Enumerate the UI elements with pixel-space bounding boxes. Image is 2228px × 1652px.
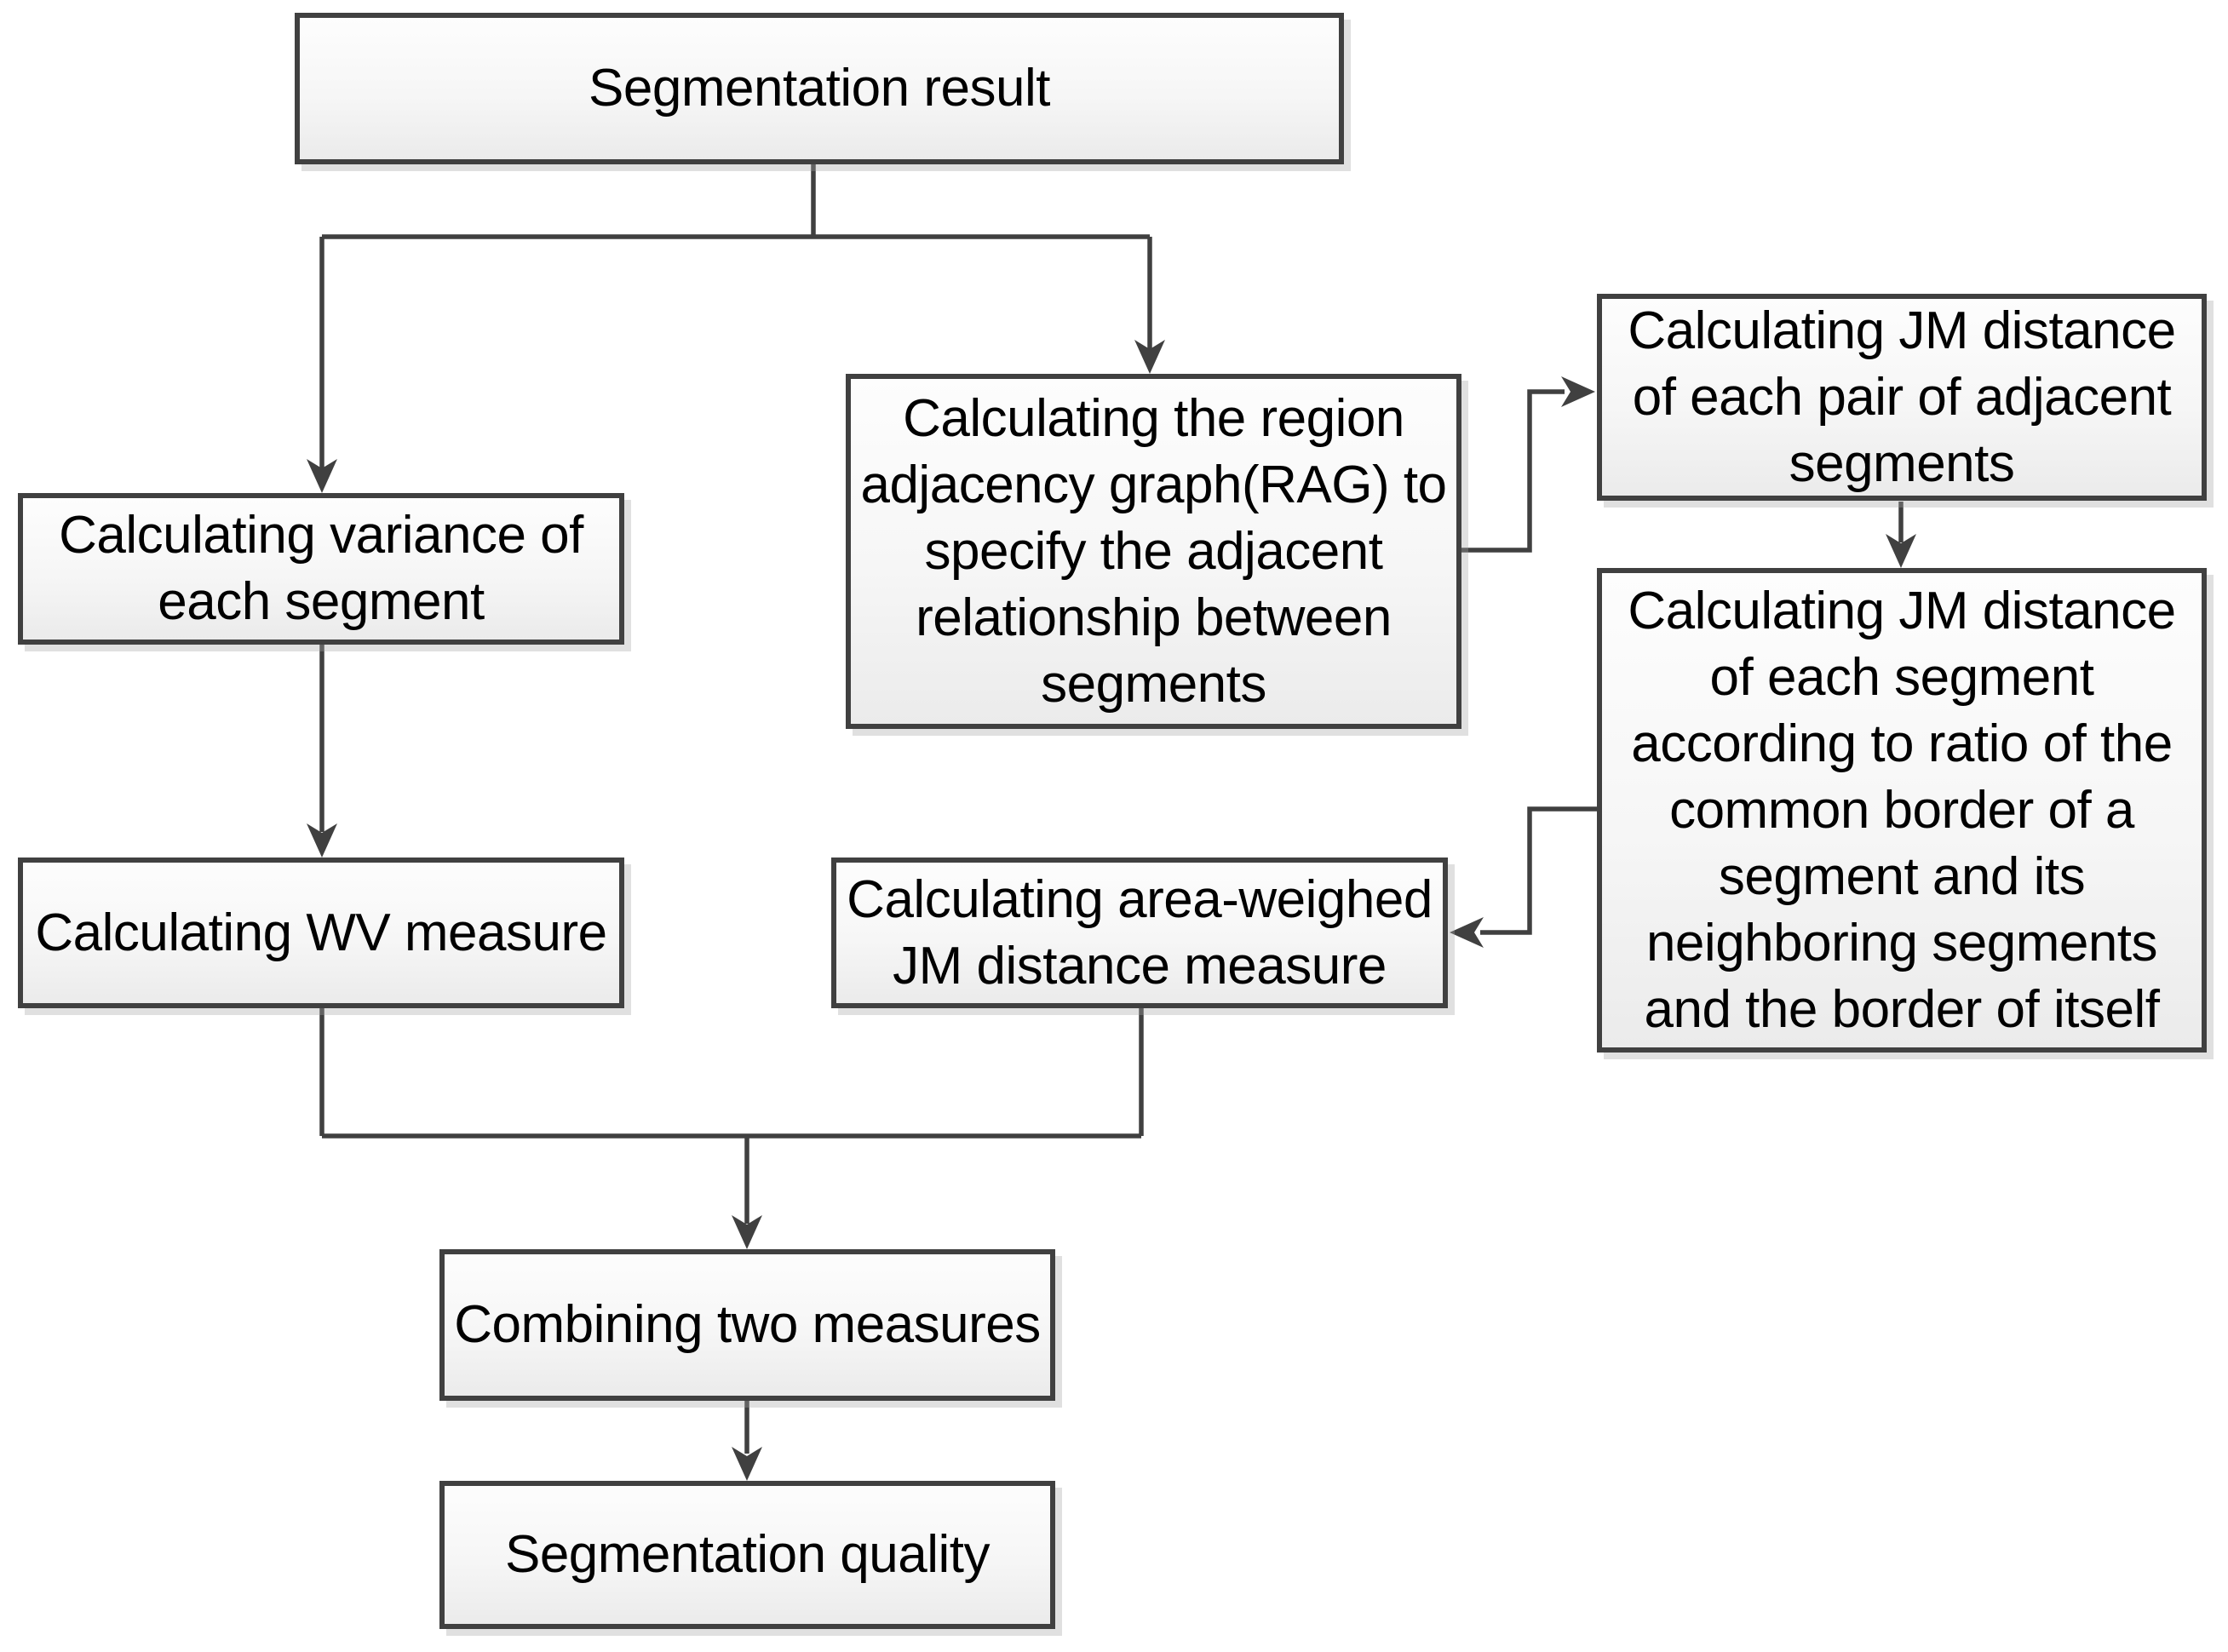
node-jm-distance-pairs-label: Calculating JM distance of each pair of …	[1628, 301, 2176, 493]
node-wv-measure: Calculating WV measure	[18, 858, 624, 1008]
arrowhead-combining-to-quality	[732, 1447, 762, 1481]
arrowhead-rag-to-jm-pair	[1561, 376, 1595, 407]
node-calculating-rag-label: Calculating the region adjacency graph(R…	[860, 388, 1447, 714]
node-jm-distance-border-ratio-label: Calculating JM distance of each segment …	[1628, 581, 2176, 1039]
node-area-weighed-jm-measure-label: Calculating area-weighed JM distance mea…	[847, 869, 1433, 995]
node-jm-distance-border-ratio: Calculating JM distance of each segment …	[1597, 568, 2207, 1053]
arrowhead-merge-to-combining	[732, 1215, 762, 1249]
connector-merge-to-combining	[319, 1008, 1144, 1224]
arrowhead-to-variance	[307, 459, 337, 493]
node-calculating-rag: Calculating the region adjacency graph(R…	[846, 374, 1461, 729]
node-jm-distance-pairs: Calculating JM distance of each pair of …	[1597, 294, 2207, 501]
connector-rag-to-jm-pair	[1460, 389, 1565, 553]
node-segmentation-result-label: Segmentation result	[589, 59, 1050, 118]
node-segmentation-quality: Segmentation quality	[439, 1481, 1055, 1629]
node-calculating-variance-label: Calculating variance of each segment	[59, 506, 583, 631]
node-area-weighed-jm-measure: Calculating area-weighed JM distance mea…	[831, 858, 1448, 1008]
arrowhead-to-rag	[1134, 340, 1165, 374]
connector-jm-border-to-area-weighed	[1480, 806, 1599, 935]
arrowhead-jm-pair-to-jm-border	[1886, 534, 1916, 568]
node-calculating-variance: Calculating variance of each segment	[18, 493, 624, 645]
node-combining-measures: Combining two measures	[439, 1249, 1055, 1401]
node-segmentation-quality-label: Segmentation quality	[504, 1525, 991, 1584]
connector-split-bar	[322, 163, 1150, 239]
node-segmentation-result: Segmentation result	[295, 13, 1344, 164]
node-combining-measures-label: Combining two measures	[454, 1295, 1041, 1354]
arrowhead-variance-to-wv	[307, 823, 337, 858]
arrowhead-jm-border-to-area-weighed	[1450, 917, 1484, 948]
node-wv-measure-label: Calculating WV measure	[35, 903, 607, 962]
